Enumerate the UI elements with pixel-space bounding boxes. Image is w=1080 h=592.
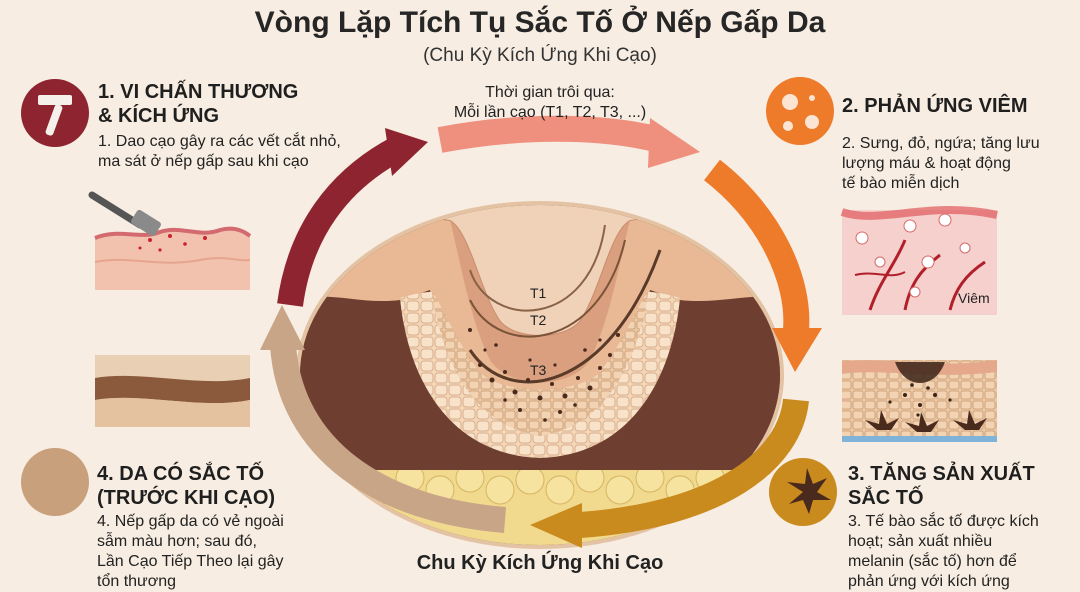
- step4-heading: 4. DA CÓ SẮC TỐ (TRƯỚC KHI CẠO): [97, 463, 276, 509]
- step2-description: 2. Sưng, đỏ, ngứa; tăng lưu lượng máu & …: [842, 135, 1040, 192]
- arrow-step1-head: [385, 128, 428, 176]
- melanocyte-icon: [769, 458, 837, 526]
- arrow-step4: [579, 398, 809, 538]
- step3-heading: 3. TĂNG SẢN XUẤT SẮC TỐ: [848, 463, 1035, 509]
- step1-heading: 1. VI CHẤN THƯƠNG & KÍCH ỨNG: [98, 81, 299, 127]
- arrow-step3: [703, 159, 810, 332]
- arrow-step1: [277, 138, 402, 307]
- cycle-arrows: [260, 115, 822, 548]
- arrow-step2: [437, 115, 664, 153]
- step1-description: 1. Dao cạo gây ra các vết cắt nhỏ, ma sá…: [98, 133, 341, 170]
- step4-pigmented-inset: [95, 355, 250, 427]
- page-title: Vòng Lặp Tích Tụ Sắc Tố Ở Nếp Gấp Da: [254, 6, 826, 39]
- arrow-step2-head: [648, 118, 700, 168]
- cycle-label: Chu Kỳ Kích Ứng Khi Cạo: [416, 552, 664, 574]
- razor-icon: [21, 79, 89, 147]
- t1-label: T1: [530, 285, 547, 301]
- step4-description: 4. Nếp gấp da có vẻ ngoài sẫm màu hơn; s…: [97, 513, 284, 590]
- arrow-step5: [270, 343, 507, 533]
- step2-heading: 2. PHẢN ỨNG VIÊM: [842, 95, 1028, 117]
- step3-description: 3. Tế bào sắc tố được kích hoạt; sản xuấ…: [848, 513, 1039, 590]
- inflammation-label: Viêm: [958, 290, 990, 306]
- arrow-step4-head: [530, 503, 582, 548]
- time-note: Thời gian trôi qua: Mỗi lần cạo (T1, T2,…: [453, 84, 647, 121]
- page-subtitle: (Chu Kỳ Kích Ứng Khi Cạo): [423, 45, 657, 66]
- step1-skin-inset: [88, 191, 252, 290]
- t3-label: T3: [530, 362, 547, 378]
- t2-label: T2: [530, 312, 547, 328]
- step2-inflammation-inset: Viêm: [840, 206, 998, 315]
- arrow-step5-head: [260, 305, 305, 350]
- immune-cells-icon: [766, 77, 834, 145]
- pigmented-skin-icon: [21, 448, 89, 516]
- step3-pigment-inset: [842, 360, 997, 442]
- arrow-step3-head: [772, 328, 822, 372]
